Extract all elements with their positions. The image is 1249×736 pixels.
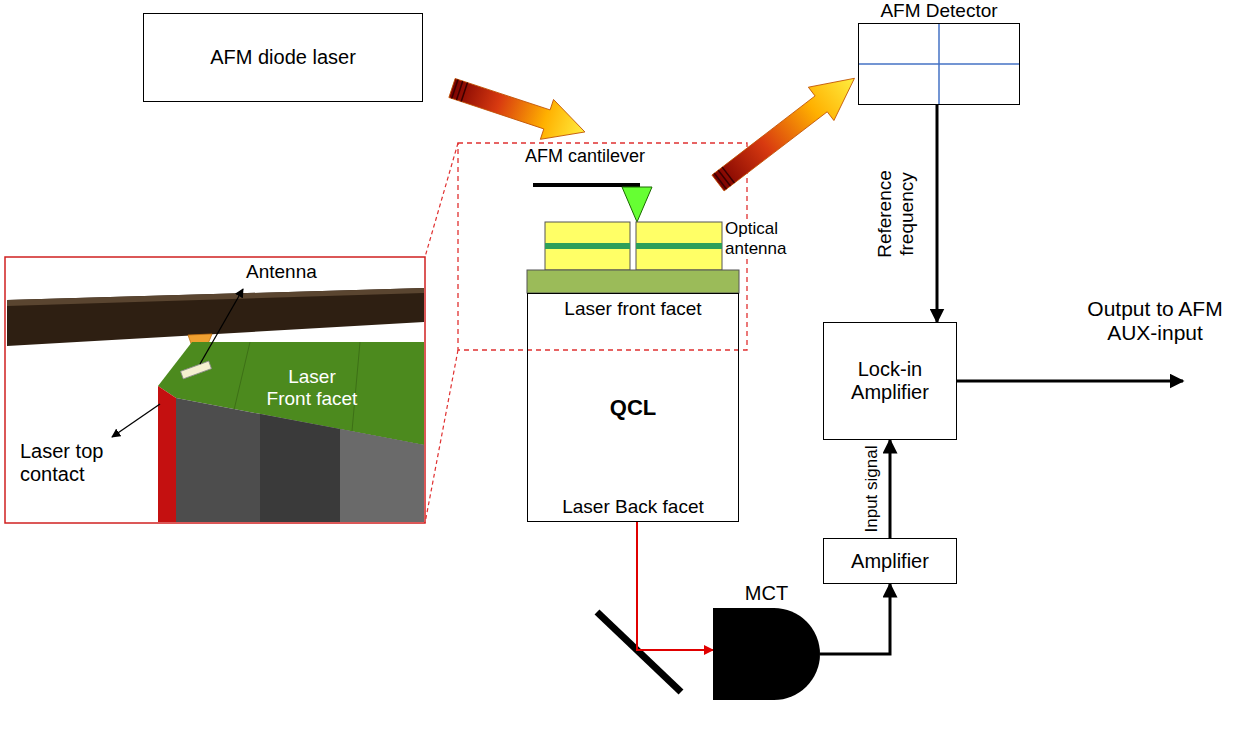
detector-box: AFM Detector [858,0,1020,105]
detector-label: AFM Detector [858,0,1020,22]
node-text: AFM diode laser [210,46,356,69]
afm-tip [622,187,652,222]
source-box: AFM diode laser [143,13,423,102]
zoom-line [425,143,458,257]
signal-label: Input signal [862,444,882,535]
facet-line [352,342,360,431]
antenna-arm [636,222,722,270]
quadrant-line [859,63,1019,65]
part-label: AFM cantilever [515,146,655,167]
beam-stripe [718,170,730,186]
laser-beam-arrow [705,62,867,200]
beam-stripe [452,79,458,98]
zoom-frame [458,143,747,350]
antenna-symbol [181,361,212,379]
antenna-arm [545,222,630,270]
mirror [597,612,681,692]
node-text: QCL [610,395,656,420]
node-text: Amplifier [851,550,929,573]
signal-label: Reference frequency [874,157,918,271]
signal-label: Output to AFM AUX-input [1065,297,1245,345]
connector [889,440,892,538]
callout-label: Laser Front facet [265,366,359,410]
quadrant-detector [858,23,1020,105]
process-box: Amplifier [823,538,957,584]
beam-stripe [456,81,462,100]
laser-body-side [340,429,424,522]
node-text: Laser Back facet [562,496,704,518]
zoom-line [425,350,458,523]
connector [936,105,939,322]
beam-stripe [461,83,467,102]
antenna-layer [545,243,630,249]
node-text: Laser front facet [564,298,701,320]
laser-body-side [260,414,340,522]
callout-label: Laser top contact [20,440,135,486]
beam-shape [705,62,867,200]
laser-beam-arrow [445,68,591,152]
facet-slab [527,270,739,293]
detector-body [713,608,820,700]
beam-shape [445,68,591,152]
laser-body [176,398,424,522]
process-box: Lock-in Amplifier [823,322,957,440]
connector [637,522,713,650]
cantilever-beam-top [7,288,424,306]
callout-label: Antenna [246,261,346,283]
facet-line [234,342,250,410]
beam-stripe [714,173,726,189]
output-arrow [957,380,1183,383]
connector [820,584,890,654]
beam-stripe [722,167,734,183]
laser-top-contact [158,386,176,522]
antenna-layer [636,243,722,249]
inset-frame [5,257,425,523]
leader-line [112,404,160,437]
node-text: Lock-in Amplifier [832,358,948,404]
detector-symbol: MCT [713,582,820,700]
leader-line [200,289,243,364]
laser-box: Laser front facetQCL Laser Back facet [527,293,739,522]
part-label: Optical antenna [725,219,805,258]
cantilever [533,183,640,187]
quadrant-lines [859,24,1019,104]
detector-shape [713,608,820,700]
detector-label: MCT [745,582,788,605]
